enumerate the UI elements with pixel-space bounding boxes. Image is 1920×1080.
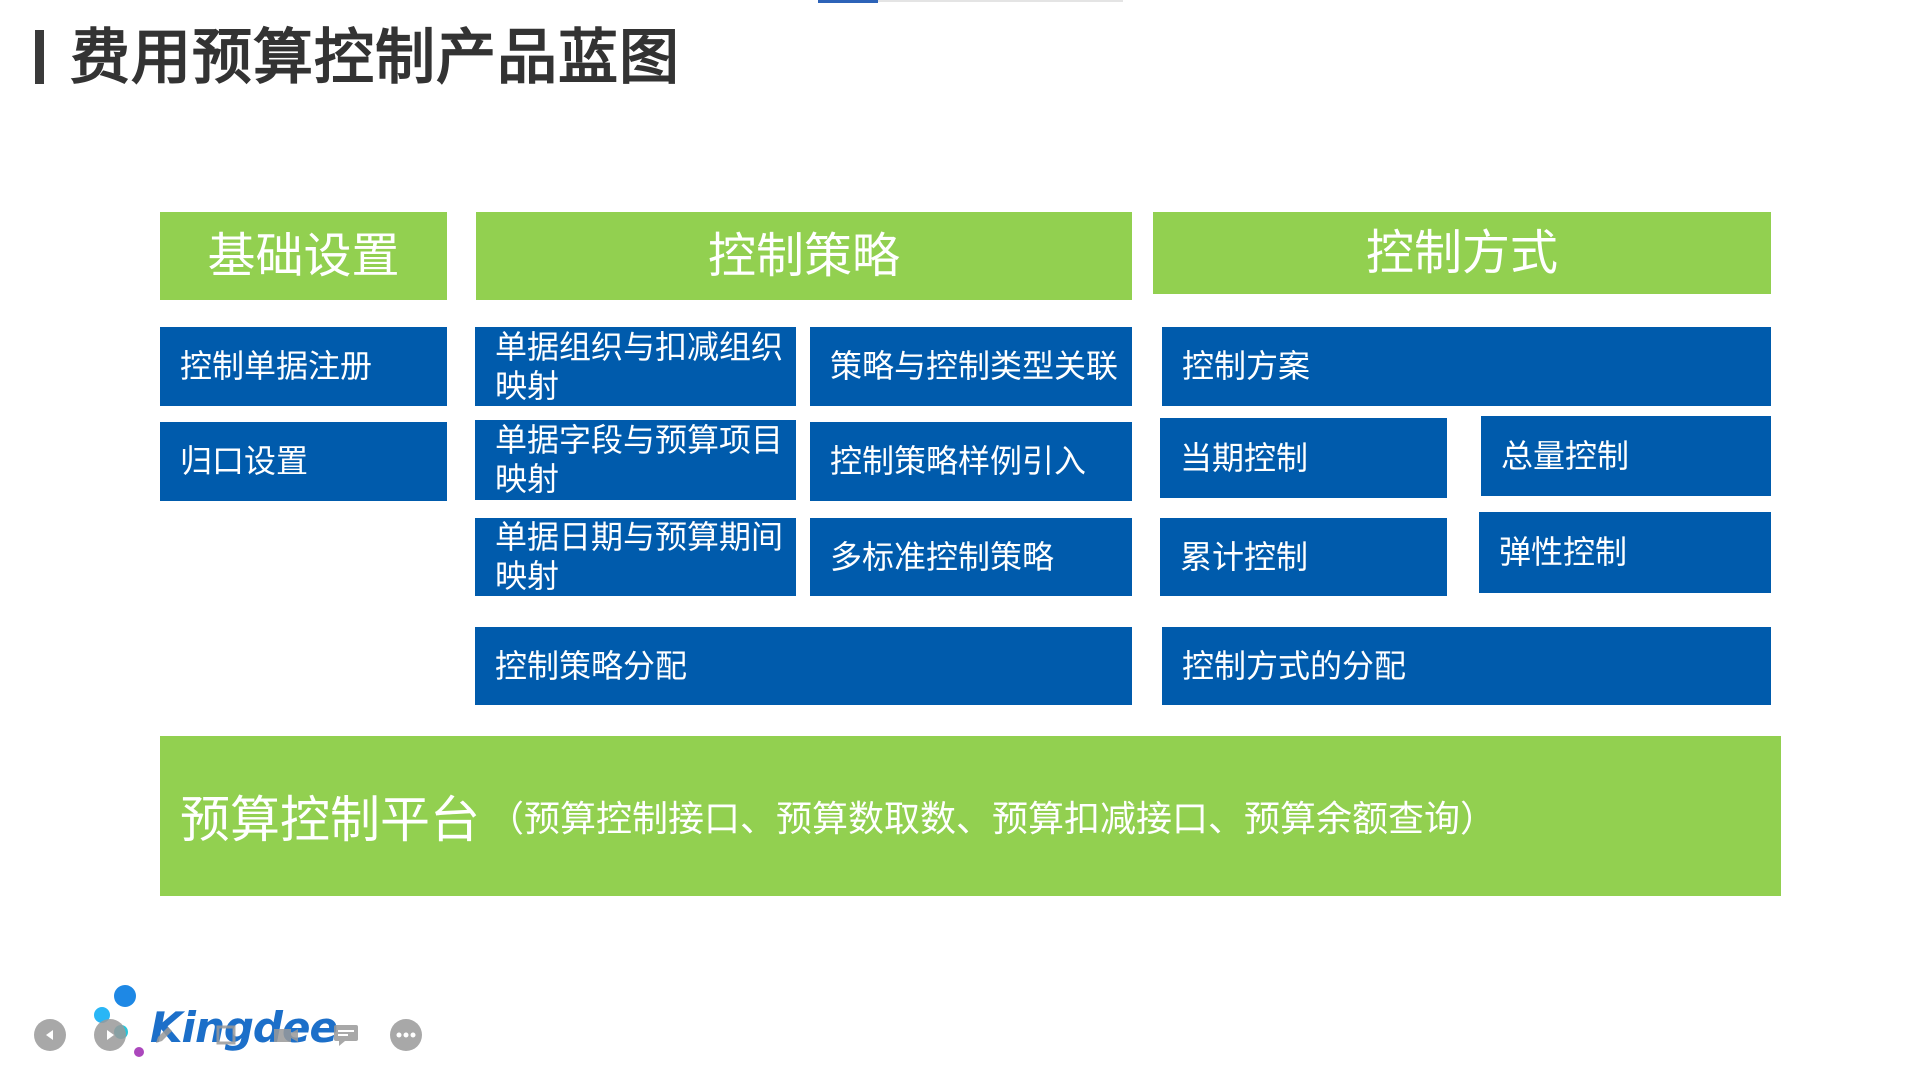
item-current-period-control: 当期控制 bbox=[1160, 418, 1447, 498]
item-field-mapping: 单据字段与预算项目映射 bbox=[475, 420, 796, 500]
platform-title: 预算控制平台 bbox=[180, 791, 480, 849]
item-label: 单据字段与预算项目映射 bbox=[495, 421, 784, 498]
header-control-strategy: 控制策略 bbox=[476, 212, 1132, 300]
more-icon[interactable] bbox=[390, 1019, 422, 1051]
platform-subtitle: （预算控制接口、预算数取数、预算扣减接口、预算余额查询） bbox=[488, 799, 1497, 840]
page-title: 费用预算控制产品蓝图 bbox=[70, 23, 680, 93]
item-label: 控制策略分配 bbox=[495, 646, 688, 685]
item-label: 多标准控制策略 bbox=[830, 537, 1055, 576]
item-date-period-mapping: 单据日期与预算期间映射 bbox=[475, 518, 796, 596]
prev-slide-icon[interactable] bbox=[34, 1019, 66, 1051]
kingdee-logo: Kingdee bbox=[92, 985, 338, 1070]
item-method-allocation: 控制方式的分配 bbox=[1162, 627, 1771, 705]
header-basic-settings: 基础设置 bbox=[160, 212, 447, 300]
item-control-document-registration: 控制单据注册 bbox=[160, 327, 447, 406]
slide-progress-indicator bbox=[818, 0, 878, 3]
item-responsibility-setting: 归口设置 bbox=[160, 422, 447, 501]
item-label: 策略与控制类型关联 bbox=[830, 347, 1119, 385]
item-label: 累计控制 bbox=[1180, 537, 1309, 576]
zoom-icon[interactable] bbox=[210, 1019, 242, 1051]
item-total-control: 总量控制 bbox=[1481, 416, 1771, 496]
item-label: 控制单据注册 bbox=[180, 347, 373, 385]
slide-progress-track bbox=[878, 0, 1123, 2]
item-strategy-type-link: 策略与控制类型关联 bbox=[810, 327, 1132, 406]
item-org-mapping: 单据组织与扣减组织映射 bbox=[475, 327, 796, 406]
logo-text: Kingdee bbox=[150, 1003, 338, 1052]
item-control-plan: 控制方案 bbox=[1162, 327, 1771, 406]
item-strategy-sample-import: 控制策略样例引入 bbox=[810, 422, 1132, 501]
item-label: 控制方案 bbox=[1182, 347, 1311, 385]
item-cumulative-control: 累计控制 bbox=[1160, 518, 1447, 596]
item-label: 单据组织与扣减组织映射 bbox=[495, 327, 784, 405]
budget-control-platform: 预算控制平台 （预算控制接口、预算数取数、预算扣减接口、预算余额查询） bbox=[160, 736, 1781, 896]
item-label: 控制方式的分配 bbox=[1182, 646, 1407, 685]
item-label: 控制策略样例引入 bbox=[830, 442, 1087, 480]
camera-icon[interactable] bbox=[270, 1019, 302, 1051]
item-strategy-allocation: 控制策略分配 bbox=[475, 627, 1132, 705]
item-label: 归口设置 bbox=[180, 442, 309, 480]
item-label: 当期控制 bbox=[1180, 438, 1309, 477]
title-accent-bar bbox=[35, 30, 44, 84]
item-label: 弹性控制 bbox=[1499, 533, 1628, 571]
next-slide-icon[interactable] bbox=[94, 1019, 126, 1051]
item-multi-standard-strategy: 多标准控制策略 bbox=[810, 518, 1132, 596]
item-label: 总量控制 bbox=[1501, 436, 1630, 475]
pen-icon[interactable] bbox=[148, 1019, 180, 1051]
comment-icon[interactable] bbox=[330, 1019, 362, 1051]
header-control-method: 控制方式 bbox=[1153, 212, 1771, 294]
item-flexible-control: 弹性控制 bbox=[1479, 512, 1771, 593]
item-label: 单据日期与预算期间映射 bbox=[495, 518, 784, 595]
